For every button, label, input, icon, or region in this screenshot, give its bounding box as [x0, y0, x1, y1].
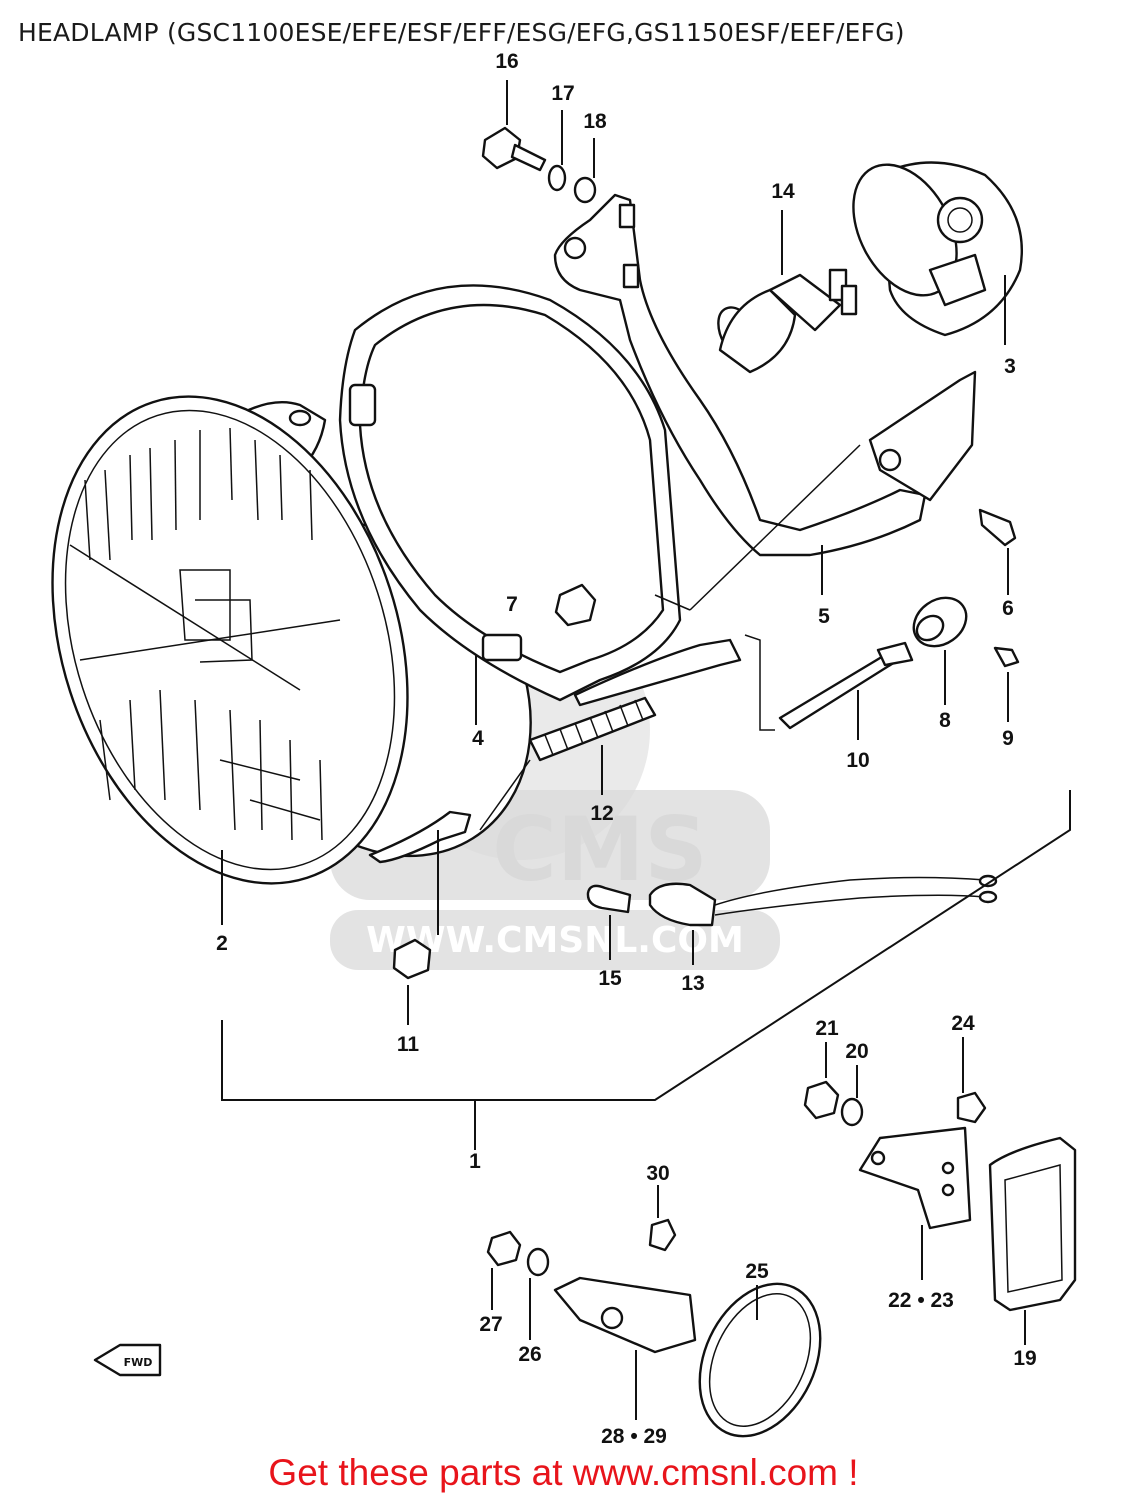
part-label-30: 30	[646, 1162, 669, 1185]
part-label-26: 26	[518, 1343, 541, 1366]
part-label-11: 11	[397, 1033, 420, 1056]
nut-part-7	[554, 583, 597, 627]
position-lamp-socket-part-13	[648, 874, 998, 965]
adjusting-screw-part-10	[744, 634, 914, 740]
part-label-8: 8	[939, 709, 951, 732]
reflector-bracket-parts-22-23	[858, 1126, 972, 1280]
part-label-4: 4	[472, 727, 484, 750]
part-label-13: 13	[681, 972, 704, 995]
bolt-washers-parts-16-17-18	[481, 80, 597, 204]
screw-part-6	[978, 508, 1017, 595]
grommet-part-8	[912, 596, 968, 705]
reflector-part-19	[988, 1136, 1077, 1345]
part-label-5: 5	[818, 605, 830, 628]
nut-part-11	[392, 830, 439, 1025]
part-label-22-23: 22 • 23	[888, 1289, 954, 1312]
spring-part-12	[479, 696, 657, 831]
assembly-bracket-part-1	[221, 790, 1071, 1150]
part-number-labels: 1 2 3 4 5 6 7 8 9 10 11 12 13 14 15 16 1…	[216, 50, 1037, 1448]
washer-part-20	[840, 1065, 864, 1127]
headlamp-housing-part-4	[338, 284, 742, 725]
part-label-9: 9	[1002, 727, 1014, 750]
part-label-14: 14	[771, 180, 795, 203]
part-label-27: 27	[479, 1313, 502, 1336]
position-lamp-bulb-part-15	[586, 884, 632, 960]
part-label-17: 17	[551, 82, 574, 105]
screw-part-24	[956, 1037, 987, 1124]
part-label-15: 15	[598, 967, 622, 990]
part-label-20: 20	[845, 1040, 868, 1063]
bracket-part-5	[553, 193, 977, 611]
washer-part-26	[526, 1247, 550, 1340]
screw-part-9	[993, 646, 1020, 722]
nut-part-27	[486, 1230, 522, 1310]
part-label-3: 3	[1004, 355, 1016, 378]
socket-cover-part-3	[852, 161, 1024, 345]
nut-part-21	[803, 1042, 840, 1120]
part-label-16: 16	[495, 50, 518, 73]
headlight-bulb-part-14	[717, 210, 858, 374]
footer-link-text[interactable]: Get these parts at www.cmsnl.com !	[268, 1452, 859, 1493]
page-title: HEADLAMP (GSC1100ESE/EFE/ESF/EFF/ESG/EFG…	[18, 18, 905, 47]
part-label-28-29: 28 • 29	[601, 1425, 667, 1448]
part-label-24: 24	[951, 1012, 975, 1035]
part-label-21: 21	[815, 1017, 839, 1040]
front-arrow-text: FWD	[124, 1356, 153, 1369]
part-label-6: 6	[1002, 597, 1014, 620]
part-label-1: 1	[469, 1150, 481, 1173]
reflector-part-25	[698, 1282, 822, 1438]
part-label-19: 19	[1013, 1347, 1036, 1370]
part-label-2: 2	[216, 932, 228, 955]
part-label-25: 25	[745, 1260, 769, 1283]
part-label-7: 7	[506, 593, 518, 616]
part-label-18: 18	[583, 110, 607, 133]
part-label-12: 12	[590, 802, 613, 825]
front-direction-arrow: FWD	[93, 1343, 162, 1377]
reflector-bracket-parts-28-29	[553, 1276, 697, 1420]
part-label-10: 10	[846, 749, 869, 772]
screw-part-30	[648, 1185, 677, 1252]
